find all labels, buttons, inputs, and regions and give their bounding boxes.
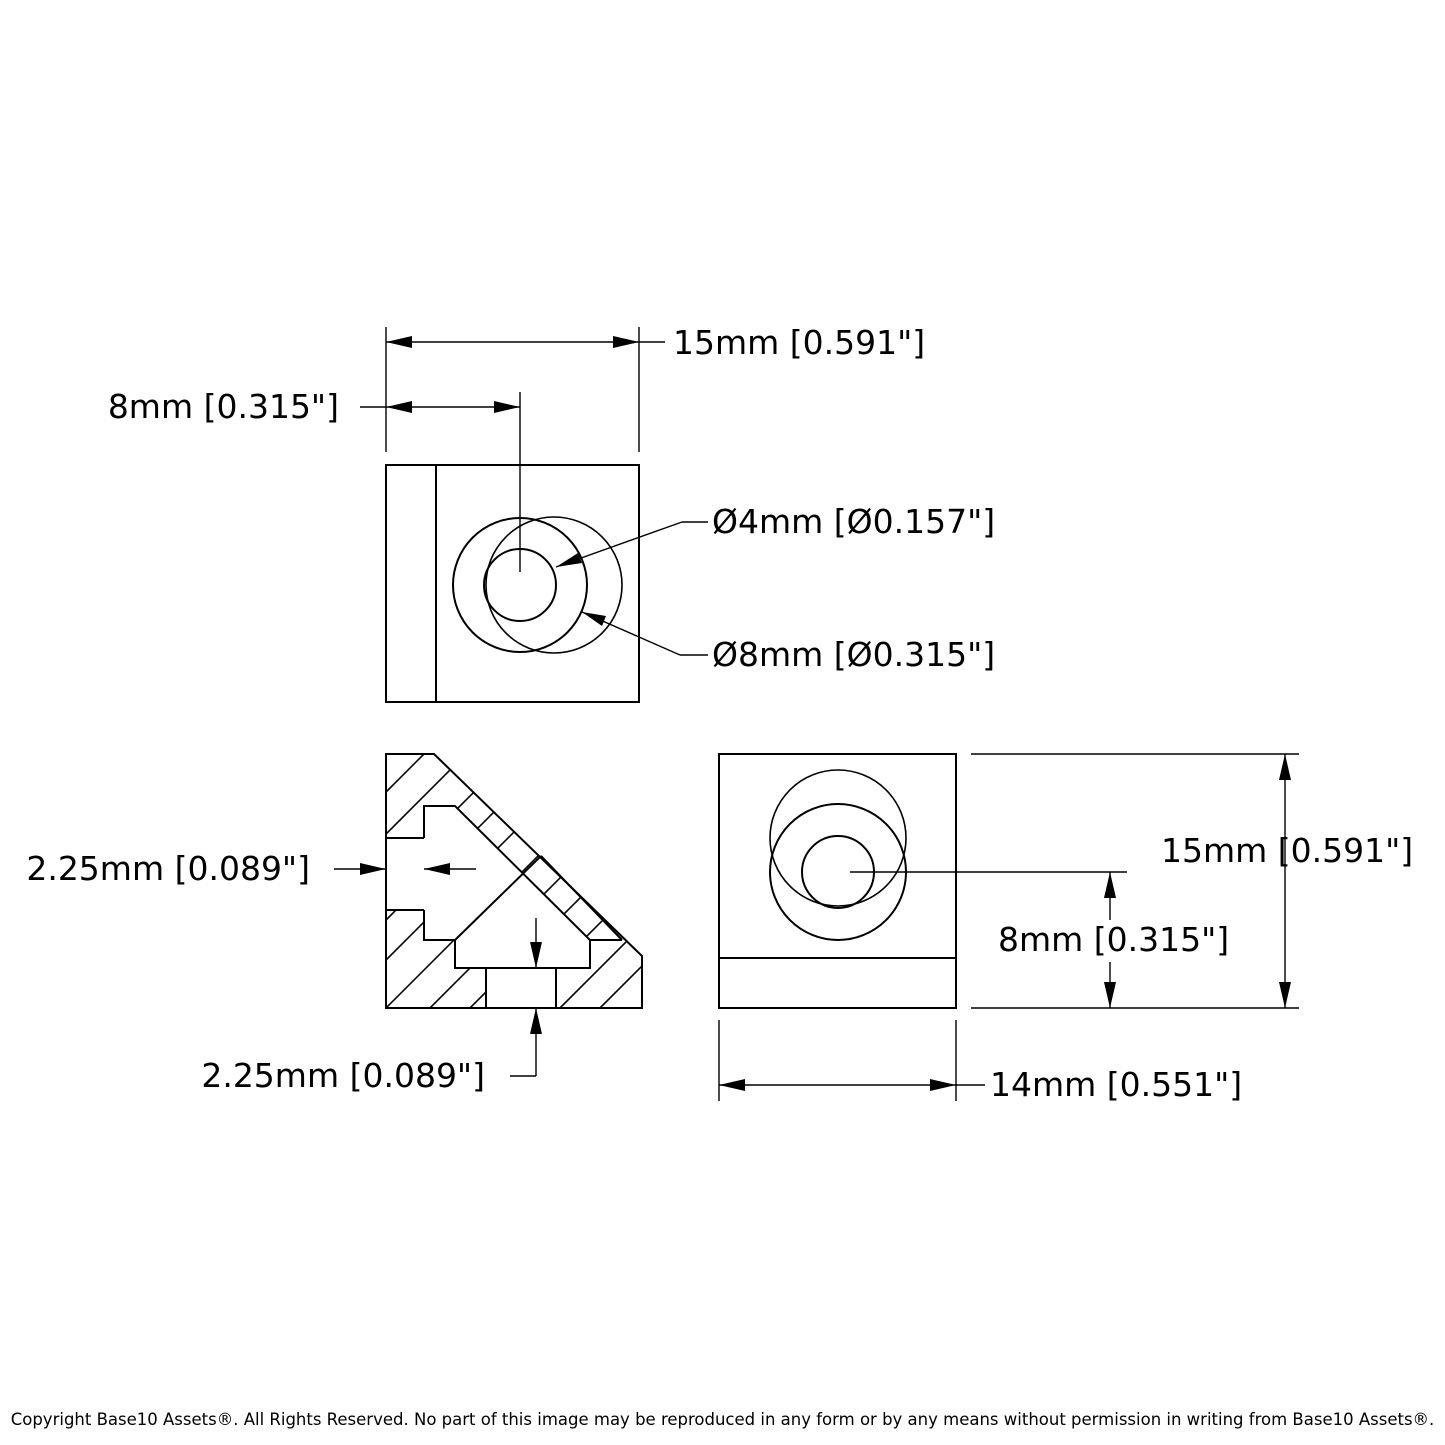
section-view <box>385 753 643 1009</box>
top-view <box>385 464 640 703</box>
dim-front-hole-height: 8mm [0.315"] <box>850 871 1229 1008</box>
dim-front-width: 14mm [0.551"] <box>718 1020 1242 1104</box>
dim-front-height: 15mm [0.591"] <box>971 753 1413 1009</box>
section-cavity <box>423 805 591 969</box>
dim-top-hole-offset-label: 8mm [0.315"] <box>108 387 339 426</box>
dim-top-width: 15mm [0.591"] <box>385 323 925 452</box>
top-view-outline <box>385 464 640 703</box>
front-view-outline <box>718 753 957 1009</box>
front-view <box>718 753 957 1009</box>
copyright-notice: Copyright Base10 Assets®. All Rights Res… <box>10 1410 1435 1429</box>
dim-hole-large-label: Ø8mm [Ø0.315"] <box>712 635 995 674</box>
dim-front-hole-height-label: 8mm [0.315"] <box>998 920 1229 959</box>
dim-top-width-label: 15mm [0.591"] <box>673 323 925 362</box>
dim-front-width-label: 14mm [0.551"] <box>990 1065 1242 1104</box>
dim-section-wall-bottom: 2.25mm [0.089"] <box>201 918 542 1095</box>
dim-hole-large: Ø8mm [Ø0.315"] <box>581 611 995 674</box>
dim-front-height-label: 15mm [0.591"] <box>1161 831 1413 870</box>
dim-hole-small: Ø4mm [Ø0.157"] <box>555 502 995 568</box>
dim-section-wall-bottom-label: 2.25mm [0.089"] <box>201 1056 485 1095</box>
dim-top-hole-offset: 8mm [0.315"] <box>108 387 521 572</box>
dim-hole-small-label: Ø4mm [Ø0.157"] <box>712 502 995 541</box>
dim-section-wall-side-label: 2.25mm [0.089"] <box>26 849 310 888</box>
section-outline <box>385 753 643 1009</box>
front-counterbore-offset <box>769 769 907 907</box>
counterbore-circle-offset <box>485 516 623 654</box>
dim-section-wall-side: 2.25mm [0.089"] <box>26 849 476 888</box>
